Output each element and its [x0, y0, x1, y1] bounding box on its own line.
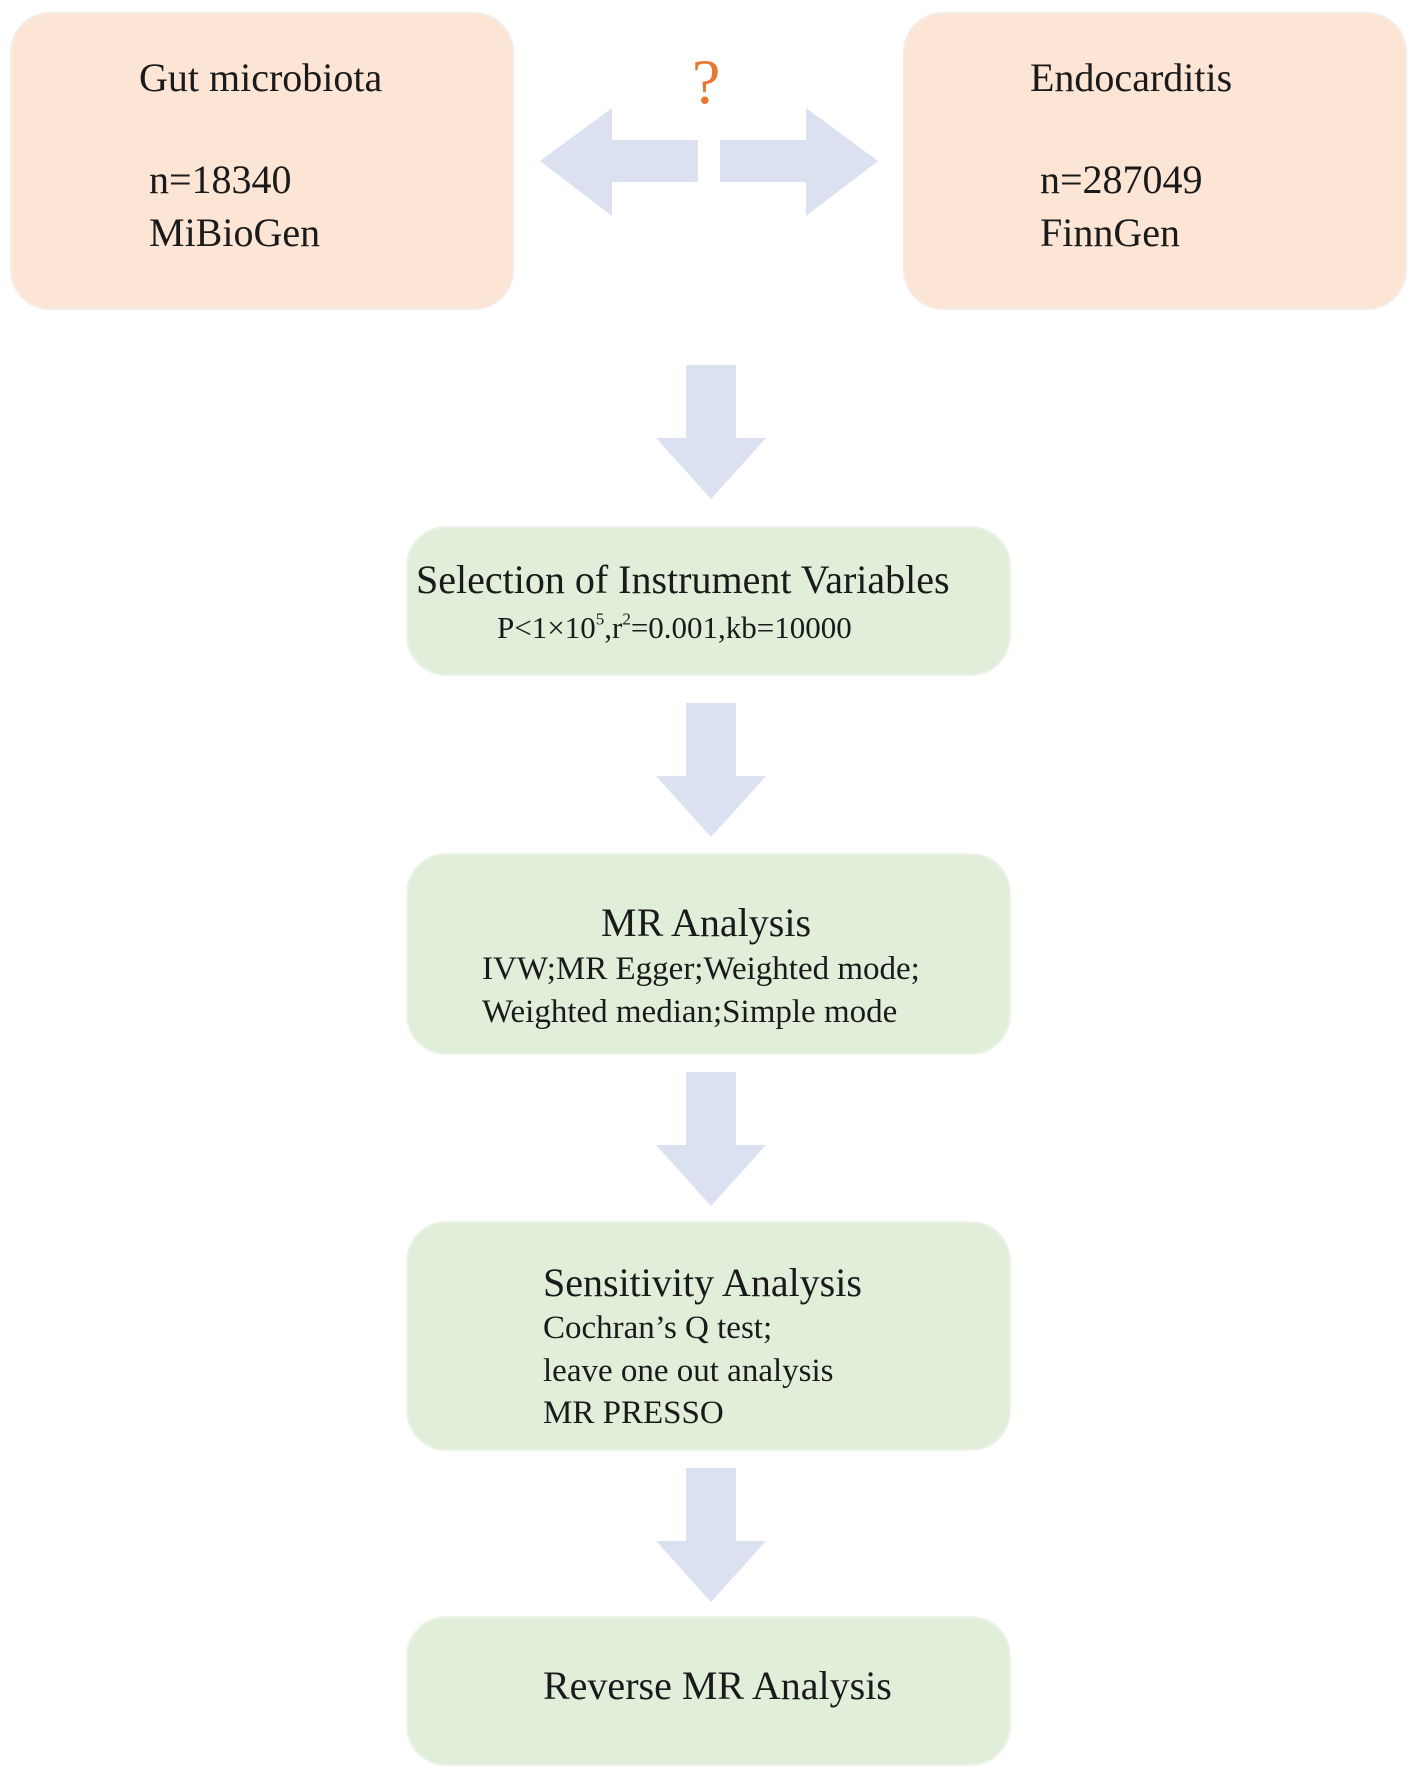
outcome-title: Endocarditis	[1030, 55, 1233, 100]
mr-analysis-box: MR Analysis IVW;MR Egger;Weighted mode; …	[406, 853, 1011, 1055]
outcome-sample-size: n=287049	[1040, 157, 1203, 202]
reverse-mr-box: Reverse MR Analysis	[406, 1616, 1011, 1766]
exposure-source: MiBioGen	[149, 210, 321, 255]
mr-analysis-title: MR Analysis	[601, 900, 812, 945]
mr-analysis-methods-2: Weighted median;Simple mode	[482, 994, 898, 1030]
mr-analysis-methods-1: IVW;MR Egger;Weighted mode;	[482, 951, 920, 987]
selection-criteria: P<1×105,r2=0.001,kb=10000	[497, 609, 852, 645]
sensitivity-title: Sensitivity Analysis	[543, 1260, 862, 1305]
down-arrow-icon	[656, 1468, 766, 1602]
reverse-mr-title: Reverse MR Analysis	[543, 1663, 892, 1708]
selection-title: Selection of Instrument Variables	[416, 557, 950, 602]
exposure-box: Gut microbiota n=18340 MiBioGen	[10, 12, 514, 310]
right-arrow-icon	[720, 108, 878, 216]
outcome-source: FinnGen	[1040, 210, 1180, 255]
sensitivity-method-3: MR PRESSO	[543, 1395, 724, 1431]
exposure-sample-size: n=18340	[149, 157, 292, 202]
question-mark: ?	[692, 46, 721, 117]
sensitivity-method-1: Cochran’s Q test;	[543, 1310, 773, 1346]
down-arrow-icon	[656, 365, 766, 499]
left-arrow-icon	[540, 108, 698, 216]
exposure-title: Gut microbiota	[139, 55, 383, 100]
down-arrow-icon	[656, 1072, 766, 1206]
sensitivity-method-2: leave one out analysis	[543, 1353, 834, 1389]
outcome-box: Endocarditis n=287049 FinnGen	[903, 12, 1407, 310]
selection-box: Selection of Instrument Variables P<1×10…	[406, 526, 1011, 676]
sensitivity-box: Sensitivity Analysis Cochran’s Q test; l…	[406, 1221, 1011, 1451]
down-arrow-icon	[656, 703, 766, 837]
